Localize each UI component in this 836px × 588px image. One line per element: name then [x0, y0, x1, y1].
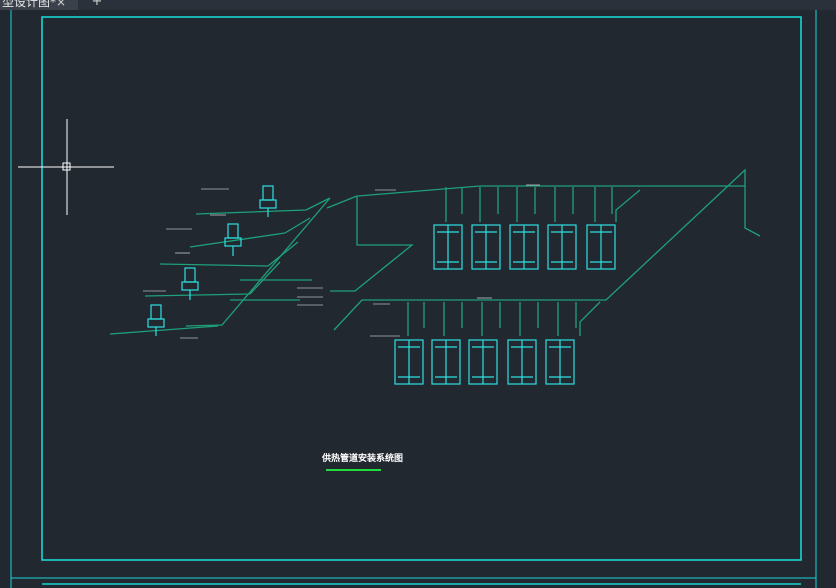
- pump-icon: [259, 185, 277, 217]
- pump-branch-2: [189, 217, 311, 248]
- upper-return-branches: [461, 187, 613, 214]
- riser-pipe: [326, 195, 414, 292]
- drawing-title: 供热管道安装系统图: [322, 454, 404, 464]
- boiler-row-upper: [433, 224, 616, 270]
- lower-branches: [407, 302, 559, 336]
- pump-branch-1: [195, 197, 331, 215]
- drawing-canvas[interactable]: [0, 10, 836, 588]
- pump-icon: [181, 267, 199, 300]
- boiler-unit: [545, 339, 575, 385]
- boiler-unit: [431, 339, 461, 385]
- pump-icon: [147, 304, 165, 336]
- pump-branch-5: [109, 325, 219, 335]
- drawing-frame: [10, 10, 817, 588]
- lower-end-branch: [579, 301, 601, 336]
- new-tab-icon[interactable]: +: [91, 0, 103, 9]
- tab-bar: 型设计图* × +: [0, 0, 836, 10]
- boiler-unit: [471, 224, 501, 270]
- main-loop-pipe: [333, 168, 746, 331]
- boiler-unit: [394, 339, 424, 385]
- drain-pipe: [744, 186, 761, 237]
- upper-end-branch: [615, 189, 641, 222]
- boiler-unit: [547, 224, 577, 270]
- tab-title: 型设计图*: [2, 0, 57, 9]
- upper-branches: [445, 187, 596, 222]
- boiler-row-lower: [394, 339, 575, 385]
- boiler-unit: [468, 339, 498, 385]
- boiler-unit: [586, 224, 616, 270]
- pump-icon: [224, 223, 242, 256]
- pump-branch-4: [144, 261, 281, 297]
- pump-header-pipe: [185, 197, 331, 327]
- pump-group: [147, 185, 277, 336]
- pipe-network: [109, 168, 761, 336]
- annotation-ticks: [143, 184, 540, 339]
- header-crossovers: [230, 279, 312, 301]
- tab-drawing[interactable]: 型设计图*: [0, 0, 78, 10]
- boiler-unit: [433, 224, 463, 270]
- close-icon[interactable]: ×: [56, 0, 67, 9]
- lower-return-branches: [423, 302, 577, 328]
- pump-branch-3: [159, 241, 299, 267]
- crosshair-cursor-icon: [18, 119, 114, 215]
- frame-inner-border: [41, 16, 802, 561]
- boiler-unit: [507, 339, 537, 385]
- boiler-unit: [509, 224, 539, 270]
